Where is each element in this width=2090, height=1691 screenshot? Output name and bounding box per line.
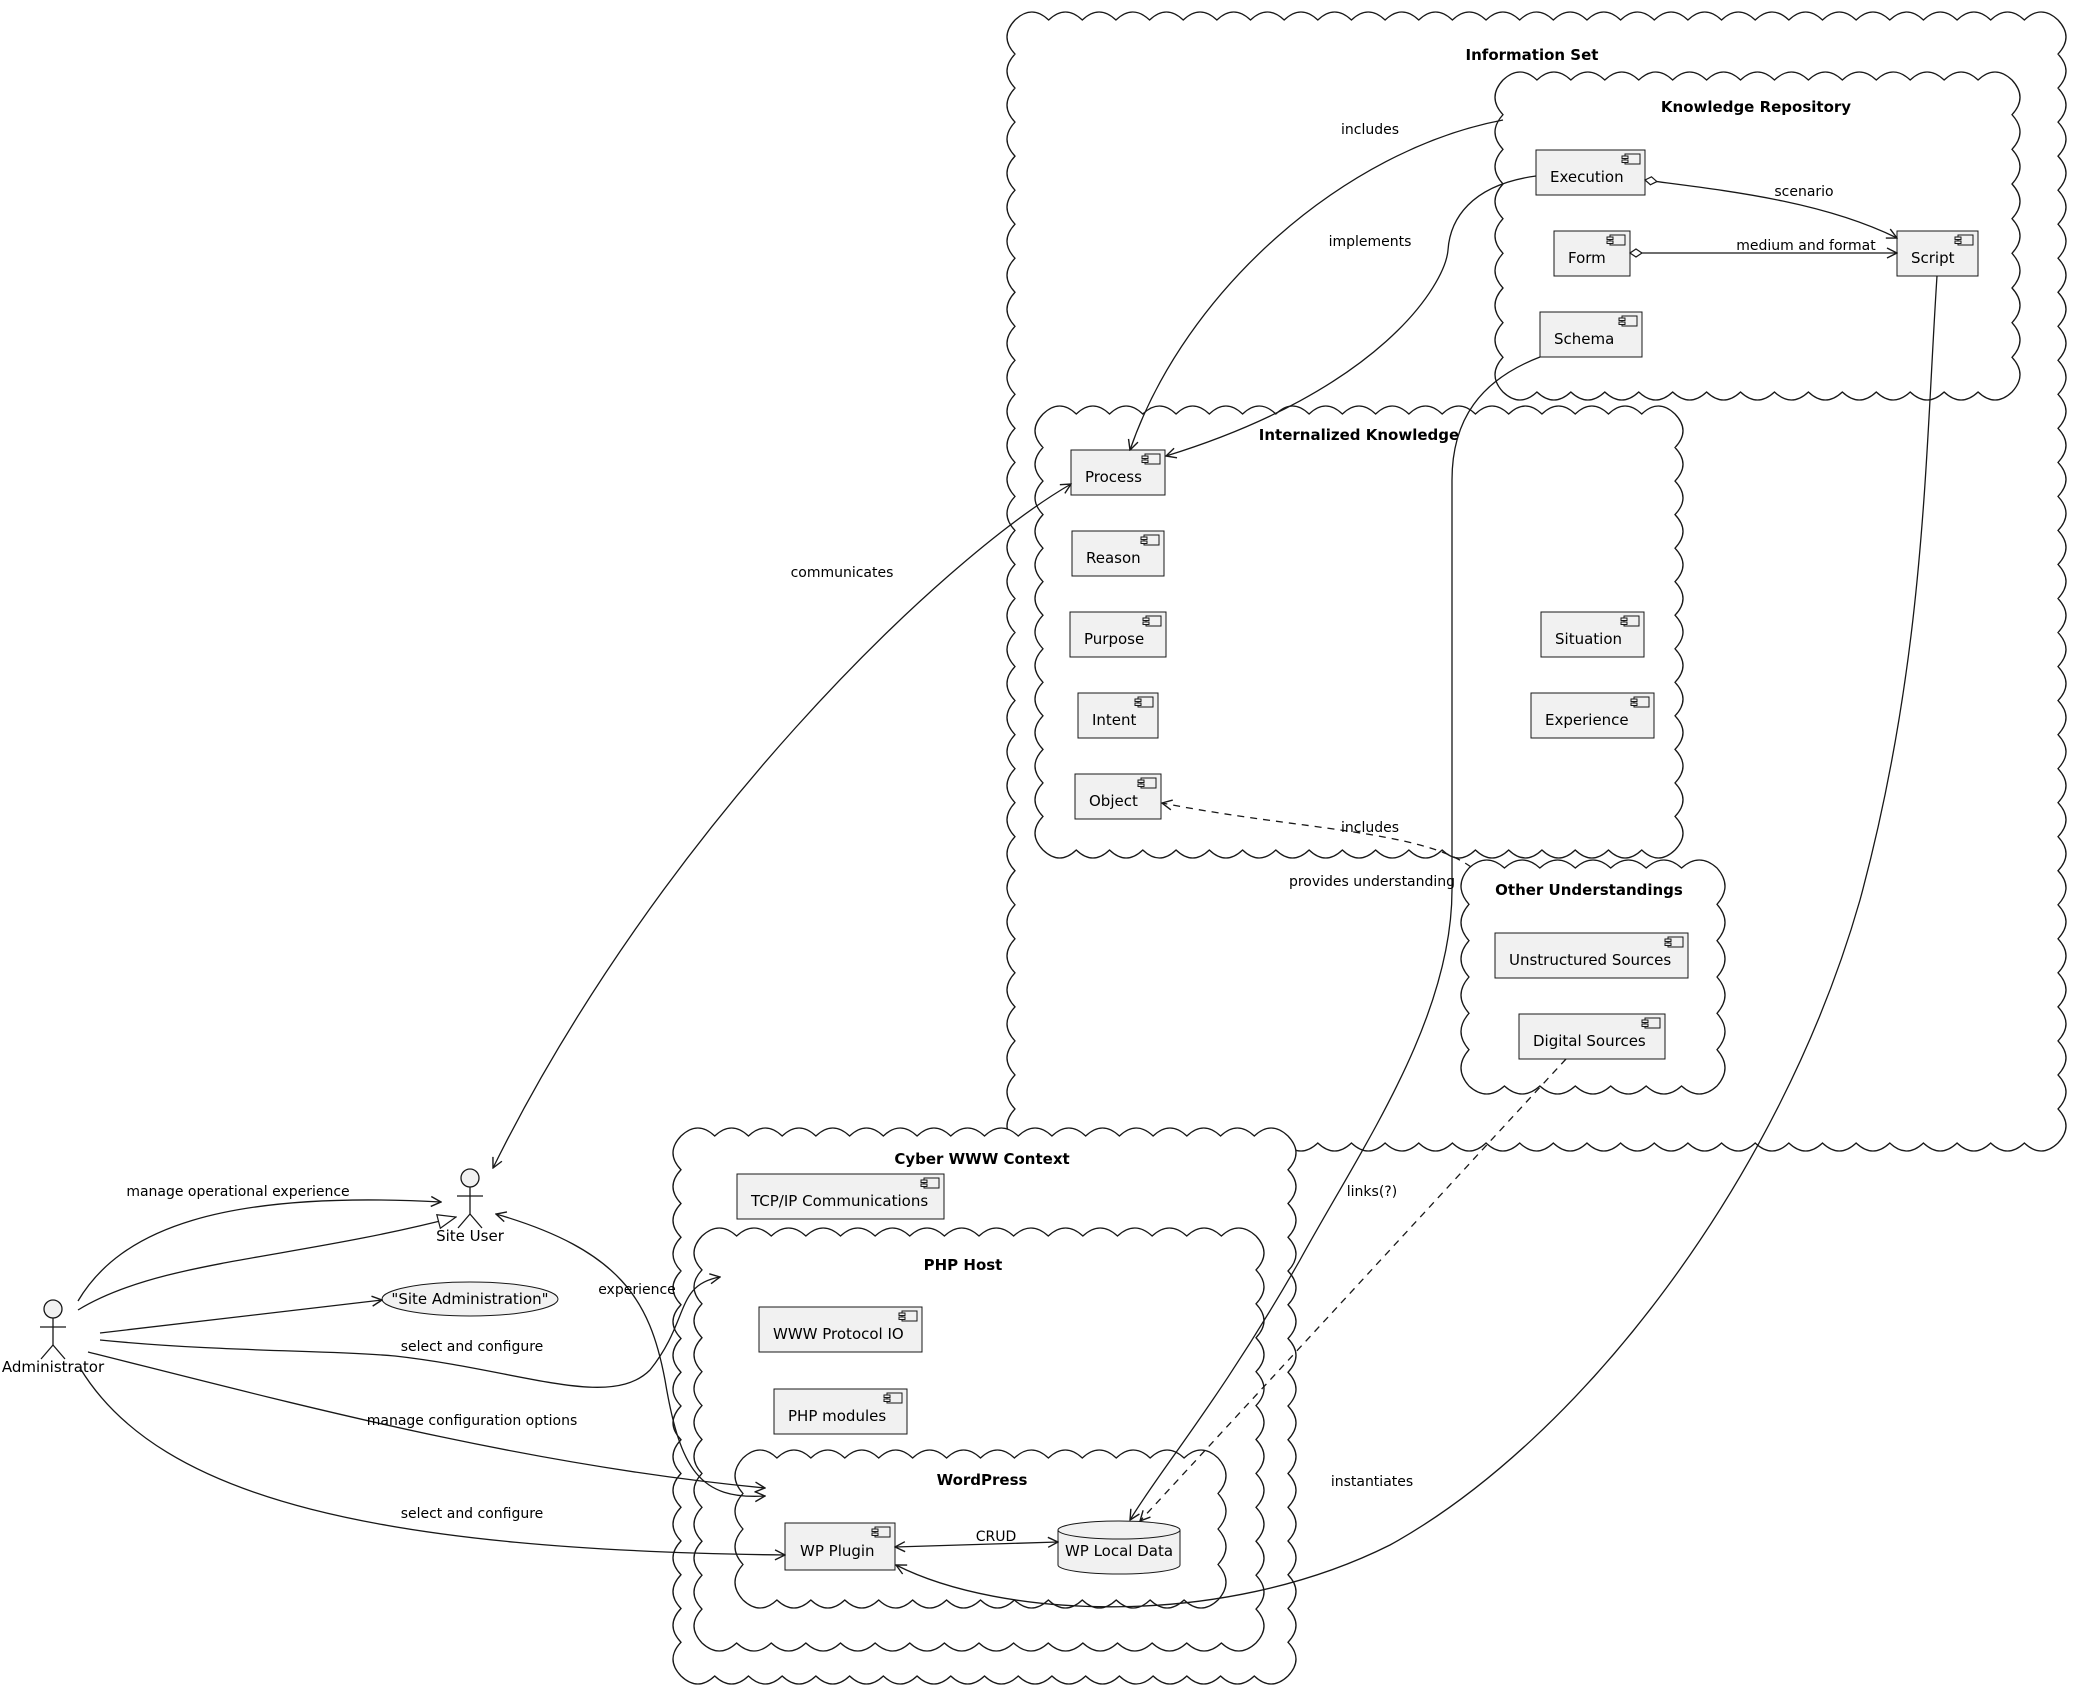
component-purpose[interactable]: Purpose: [1069, 611, 1167, 658]
svg-text:Situation: Situation: [1555, 630, 1622, 648]
usecase-site-administration[interactable]: "Site Administration": [381, 1281, 559, 1317]
label-links: links(?): [1347, 1184, 1397, 1200]
svg-text:Experience: Experience: [1545, 711, 1629, 729]
component-tcpip-communications[interactable]: TCP/IP Communications: [736, 1173, 945, 1220]
svg-text:Script: Script: [1911, 249, 1955, 267]
svg-text:TCP/IP Communications: TCP/IP Communications: [750, 1192, 928, 1210]
cyber-www-context-title: Cyber WWW Context: [894, 1150, 1069, 1168]
actor-site-user[interactable]: Site User: [436, 1168, 505, 1245]
label-manage-operational-experience: manage operational experience: [126, 1184, 349, 1200]
edge-execution-scenario-script: [1645, 180, 1897, 238]
wordpress-title: WordPress: [937, 1471, 1028, 1489]
label-includes-object: includes: [1341, 820, 1399, 836]
component-icon: [1621, 153, 1641, 165]
svg-text:Schema: Schema: [1554, 330, 1614, 348]
internalized-knowledge-title: Internalized Knowledge: [1259, 426, 1459, 444]
component-schema[interactable]: Schema: [1539, 311, 1643, 358]
component-script[interactable]: Script: [1896, 230, 1979, 277]
label-crud: CRUD: [976, 1529, 1017, 1545]
label-experience: experience: [598, 1282, 676, 1298]
component-wp-plugin[interactable]: WP Plugin: [784, 1522, 896, 1571]
svg-text:Administrator: Administrator: [2, 1358, 105, 1376]
component-situation[interactable]: Situation: [1540, 611, 1645, 658]
svg-text:WWW Protocol IO: WWW Protocol IO: [773, 1325, 904, 1343]
svg-text:Intent: Intent: [1092, 711, 1137, 729]
component-php-modules[interactable]: PHP modules: [773, 1388, 908, 1435]
component-icon: [1618, 315, 1638, 327]
svg-text:PHP modules: PHP modules: [788, 1407, 886, 1425]
label-select-and-configure-plugin: select and configure: [401, 1506, 544, 1522]
component-icon: [1134, 696, 1154, 708]
component-object[interactable]: Object: [1074, 773, 1162, 820]
database-wp-local-data[interactable]: WP Local Data: [1057, 1520, 1181, 1575]
component-digital-sources[interactable]: Digital Sources: [1518, 1013, 1666, 1060]
knowledge-repository-title: Knowledge Repository: [1661, 98, 1851, 116]
label-includes-top: includes: [1341, 122, 1399, 138]
edge-includes-object: [1162, 803, 1472, 868]
edge-schema-provides-understanding-wp-local-data: [1130, 356, 1541, 1520]
component-icon: [1141, 453, 1161, 465]
edge-communicates-process-site-user: [493, 484, 1071, 1168]
edge-site-user-experience-wordpress: [496, 1214, 765, 1496]
label-select-and-configure-php: select and configure: [401, 1339, 544, 1355]
label-communicates: communicates: [791, 565, 894, 581]
label-instantiates: instantiates: [1331, 1474, 1413, 1490]
component-icon: [871, 1526, 891, 1538]
edge-execution-implements-process: [1166, 175, 1537, 456]
edge-admin-select-configure-wp-plugin: [79, 1367, 785, 1555]
php-host-title: PHP Host: [924, 1256, 1003, 1274]
component-icon: [1954, 234, 1974, 246]
edge-links-digital-sources-wp-local-data: [1140, 1058, 1567, 1521]
component-icon: [1664, 936, 1684, 948]
label-manage-configuration-options: manage configuration options: [367, 1413, 578, 1429]
svg-text:Execution: Execution: [1550, 168, 1624, 186]
component-icon: [1137, 777, 1157, 789]
component-form[interactable]: Form: [1553, 230, 1631, 277]
edge-script-instantiates-wp-plugin: [896, 275, 1938, 1608]
svg-text:WP Plugin: WP Plugin: [800, 1542, 875, 1560]
edge-crud-wp-plugin-wp-local-data: [895, 1542, 1058, 1547]
svg-text:Reason: Reason: [1086, 549, 1141, 567]
edge-admin-manage-operational-experience: [77, 1200, 441, 1302]
component-www-protocol-io[interactable]: WWW Protocol IO: [758, 1306, 923, 1353]
component-icon: [898, 1310, 918, 1322]
component-experience[interactable]: Experience: [1530, 692, 1655, 739]
svg-text:Process: Process: [1085, 468, 1142, 486]
svg-text:Site User: Site User: [436, 1227, 505, 1245]
svg-text:Form: Form: [1568, 249, 1606, 267]
stick-figure-icon: [40, 1299, 66, 1360]
component-reason[interactable]: Reason: [1071, 530, 1165, 577]
component-icon: [1641, 1017, 1661, 1029]
component-icon: [1142, 615, 1162, 627]
component-icon: [1630, 696, 1650, 708]
label-provides-understanding: provides understanding: [1289, 874, 1455, 890]
edge-includes-repository-process: [1130, 119, 1504, 450]
svg-text:Digital Sources: Digital Sources: [1533, 1032, 1646, 1050]
label-scenario: scenario: [1774, 184, 1833, 200]
component-unstructured-sources[interactable]: Unstructured Sources: [1494, 932, 1689, 979]
component-execution[interactable]: Execution: [1535, 149, 1646, 196]
component-icon: [1620, 615, 1640, 627]
component-process[interactable]: Process: [1070, 449, 1166, 496]
svg-text:Object: Object: [1089, 792, 1138, 810]
component-icon: [1140, 534, 1160, 546]
label-implements: implements: [1329, 234, 1412, 250]
other-understandings-title: Other Understandings: [1495, 881, 1683, 899]
edge-admin-generalization-site-user: [77, 1217, 456, 1311]
information-set-title: Information Set: [1466, 46, 1599, 64]
svg-text:"Site Administration": "Site Administration": [391, 1290, 548, 1308]
component-icon: [1606, 234, 1626, 246]
svg-text:Unstructured Sources: Unstructured Sources: [1509, 951, 1671, 969]
label-medium-and-format: medium and format: [1736, 238, 1876, 254]
actor-administrator[interactable]: Administrator: [2, 1299, 105, 1376]
component-intent[interactable]: Intent: [1077, 692, 1159, 739]
component-icon: [883, 1392, 903, 1404]
svg-text:WP Local Data: WP Local Data: [1065, 1542, 1173, 1560]
edge-admin-site-administration: [99, 1300, 382, 1334]
stick-figure-icon: [457, 1168, 483, 1229]
svg-text:Purpose: Purpose: [1084, 630, 1144, 648]
component-icon: [920, 1177, 940, 1189]
